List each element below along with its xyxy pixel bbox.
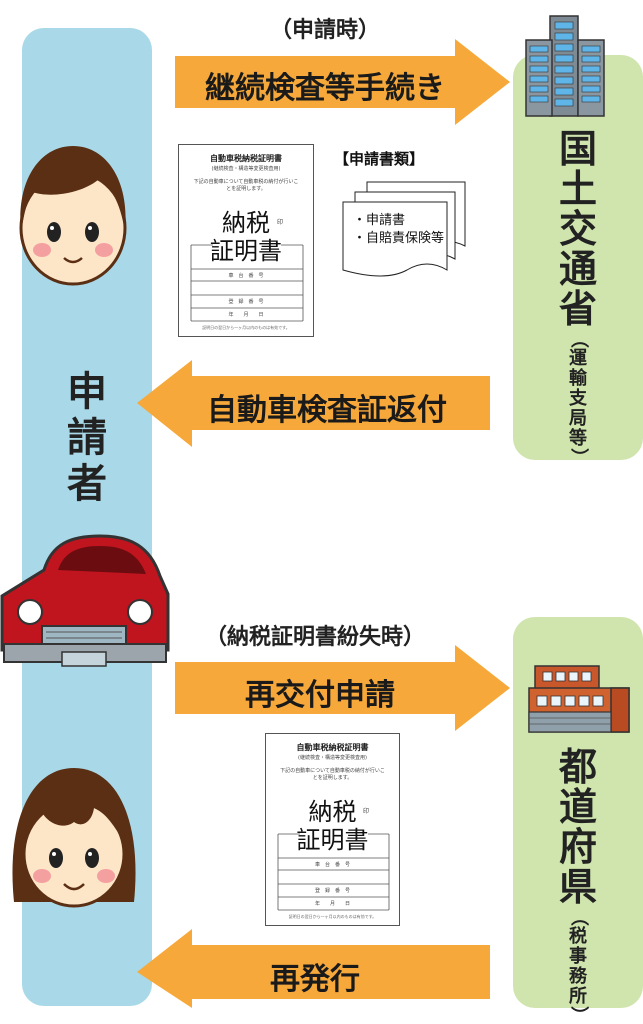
prefecture-label-char: 府: [558, 825, 597, 869]
application-docs-list: ・申請書 ・自賠責保険等: [353, 212, 444, 248]
cert-subtitle: (継続検査・構造等変更検査用): [298, 755, 367, 761]
applicant-girl-icon: [12, 768, 136, 908]
prefecture-sub-char: 税: [569, 926, 587, 947]
cert-footer: 証明日の翌日から一ヶ月以内のものは有効です。: [288, 913, 377, 919]
mlit-label-char: 国: [558, 127, 597, 171]
tax-certificate-top: 自動車税納税証明書 (継続検査・構造等変更検査用) 下記の自動車について自動車税…: [178, 144, 314, 337]
cert-row-label: 登 録 番 号: [314, 888, 350, 894]
doc-item-application: ・申請書: [353, 213, 406, 228]
inspection-cert-return-label: 自動車検査証返付: [207, 393, 447, 428]
mlit-sub-char: 局: [569, 408, 587, 429]
cert-body: 下記の自動車について自動車税の納付が行いことを証明します。: [280, 768, 385, 781]
tax-certificate-bottom: 自動車税納税証明書 (継続検査・構造等変更検査用) 下記の自動車について自動車税…: [265, 733, 400, 926]
arrow-right-reissue-request: [175, 645, 510, 731]
prefecture-sub-char: 所: [569, 986, 587, 1007]
mlit-bar: [513, 55, 643, 460]
mlit-label-char: 通: [558, 247, 597, 291]
cert-body: 下記の自動車について自動車税の納付が行いことを証明します。: [193, 179, 299, 192]
mlit-sub-char: 運: [569, 348, 587, 369]
reissue-label: 再発行: [270, 962, 360, 997]
tax-office-building-icon: [528, 665, 630, 733]
cert-row-label: 年 月 日: [228, 312, 264, 318]
mlit-label-char: 交: [558, 207, 597, 251]
cert-subtitle: (継続検査・構造等変更検査用): [211, 166, 281, 172]
cert-big-line1: 納税: [222, 209, 270, 237]
cert-big-line2: 証明書: [296, 826, 369, 854]
arrow-left-return: [137, 360, 490, 447]
applicant-label-char: 申: [67, 369, 107, 415]
cert-title: 自動車税納税証明書: [296, 743, 369, 752]
cert-big-line1: 納税: [308, 798, 357, 826]
office-building-icon: [525, 15, 605, 117]
mlit-label-char: 土: [558, 167, 597, 211]
cert-big-line2: 証明書: [210, 237, 282, 265]
doc-item-insurance: ・自賠責保険等: [353, 231, 445, 247]
application-docs-caption: 【申請書類】: [334, 150, 425, 168]
cert-row-label: 車 台 番 号: [228, 273, 264, 279]
prefecture-label-char: 都: [558, 745, 597, 789]
applicant-label-char: 者: [67, 461, 107, 507]
prefecture-label-char: 道: [558, 785, 597, 829]
prefecture-sub-char: 事: [569, 946, 587, 967]
applicant-label-char: 請: [67, 415, 107, 461]
mlit-label-char: 省: [558, 287, 597, 331]
mlit-sub-char: 輸: [569, 368, 587, 389]
cert-row-label: 車 台 番 号: [314, 862, 350, 868]
document-stack-icon: [342, 181, 466, 277]
cert-seal: 印: [276, 219, 283, 226]
mlit-sub-char: 支: [569, 388, 587, 409]
cert-title: 自動車税納税証明書: [210, 154, 282, 163]
cert-row-label: 年 月 日: [314, 901, 350, 907]
cert-table-lines: [190, 244, 304, 322]
renewal-procedure-label: 継続検査等手続き: [205, 71, 445, 106]
mlit-sub-char: 等: [569, 428, 587, 449]
prefecture-label: 都 道 府 県 （ 税 事 務 所 ）: [558, 745, 597, 1024]
cert-footer: 証明日の翌日から一ヶ月以内のものは有効です。: [202, 324, 290, 330]
arrow-right-renewal: [175, 39, 510, 125]
cert-table-lines: [277, 833, 390, 911]
car-icon: [0, 534, 170, 667]
reissue-request-label: 再交付申請: [245, 678, 395, 713]
mlit-label: 国 土 交 通 省 （ 運 輸 支 局 等 ）: [558, 127, 597, 466]
prefecture-sub-char: 務: [569, 966, 587, 987]
application-time-caption: （申請時）: [270, 18, 381, 43]
arrow-left-reissue: [137, 929, 490, 1008]
applicant-label: 申 請 者: [62, 372, 112, 504]
applicant-boy-icon: [19, 146, 127, 286]
certificate-lost-caption: （納税証明書紛失時）: [205, 625, 426, 650]
cert-row-label: 登 録 番 号: [228, 299, 264, 305]
cert-seal: 印: [362, 808, 369, 815]
prefecture-label-char: 県: [558, 865, 597, 909]
